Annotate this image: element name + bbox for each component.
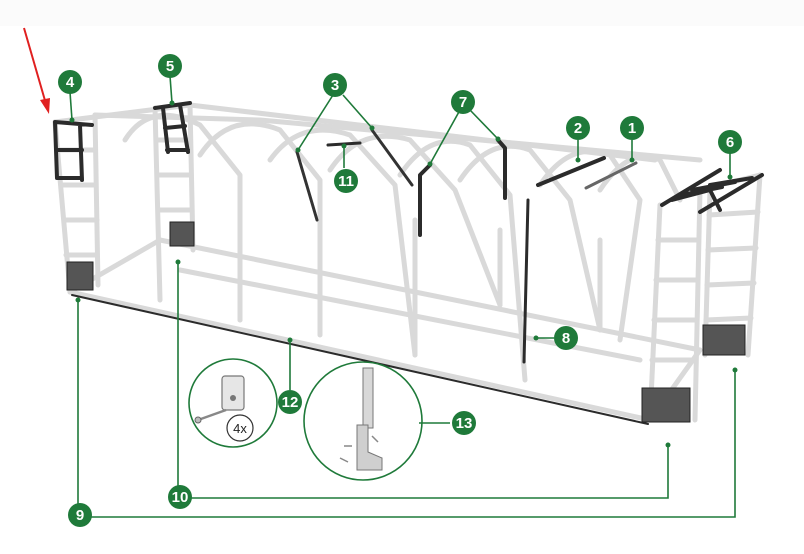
detail-inset-12: 4x: [188, 358, 278, 448]
svg-text:6: 6: [726, 134, 734, 151]
svg-text:13: 13: [456, 415, 473, 432]
callout-8: 8: [554, 326, 578, 350]
svg-text:5: 5: [166, 58, 174, 75]
red-arrow-pointer: [23, 27, 50, 114]
svg-text:1: 1: [628, 120, 636, 137]
svg-text:2: 2: [574, 120, 582, 137]
highlighted-components: [53, 101, 764, 425]
callout-7: 7: [451, 90, 475, 114]
part-10-plate-second: [169, 221, 195, 247]
svg-text:9: 9: [76, 507, 84, 524]
part-3-arch-right: [370, 128, 414, 187]
part-10-plate-right-back: [702, 324, 746, 356]
part-7-upright-right: [496, 138, 507, 200]
part-8-rod: [522, 198, 530, 364]
top-strip: [0, 0, 804, 26]
callout-3: 3: [323, 73, 347, 97]
callout-2: 2: [566, 116, 590, 140]
part-10-plate-right-front: [641, 387, 691, 423]
svg-text:12: 12: [282, 394, 299, 411]
svg-text:4: 4: [66, 74, 75, 91]
svg-text:8: 8: [562, 330, 570, 347]
part-6-ladder-top: [660, 168, 764, 214]
part-2-rail: [536, 156, 606, 187]
part-10-bottom-rail: [71, 294, 649, 425]
callout-10: 10: [168, 485, 192, 509]
callout-13: 13: [452, 411, 476, 435]
part-1-rail: [584, 161, 638, 190]
svg-text:10: 10: [172, 489, 189, 506]
callout-5: 5: [158, 54, 182, 78]
frame-structure: [52, 102, 763, 423]
leader-dots: [69, 100, 738, 448]
callout-11: 11: [334, 169, 358, 193]
part-7-upright-left: [418, 163, 432, 237]
part-3-arch-left: [295, 150, 319, 222]
part-10-plate-left: [66, 261, 94, 291]
callout-9: 9: [68, 503, 92, 527]
leader-lines: [69, 75, 736, 518]
quantity-label: 4x: [233, 421, 247, 436]
callout-1: 1: [620, 116, 644, 140]
detail-inset-13: [303, 361, 423, 481]
quantity-badge: [226, 414, 254, 442]
part-5-ladder-top: [153, 101, 192, 154]
part-4-ladder-top: [53, 120, 94, 182]
svg-text:11: 11: [338, 173, 354, 190]
svg-text:7: 7: [459, 94, 467, 111]
callout-6: 6: [718, 130, 742, 154]
svg-text:3: 3: [331, 77, 339, 94]
callout-12: 12: [278, 390, 302, 414]
callout-4: 4: [58, 70, 82, 94]
